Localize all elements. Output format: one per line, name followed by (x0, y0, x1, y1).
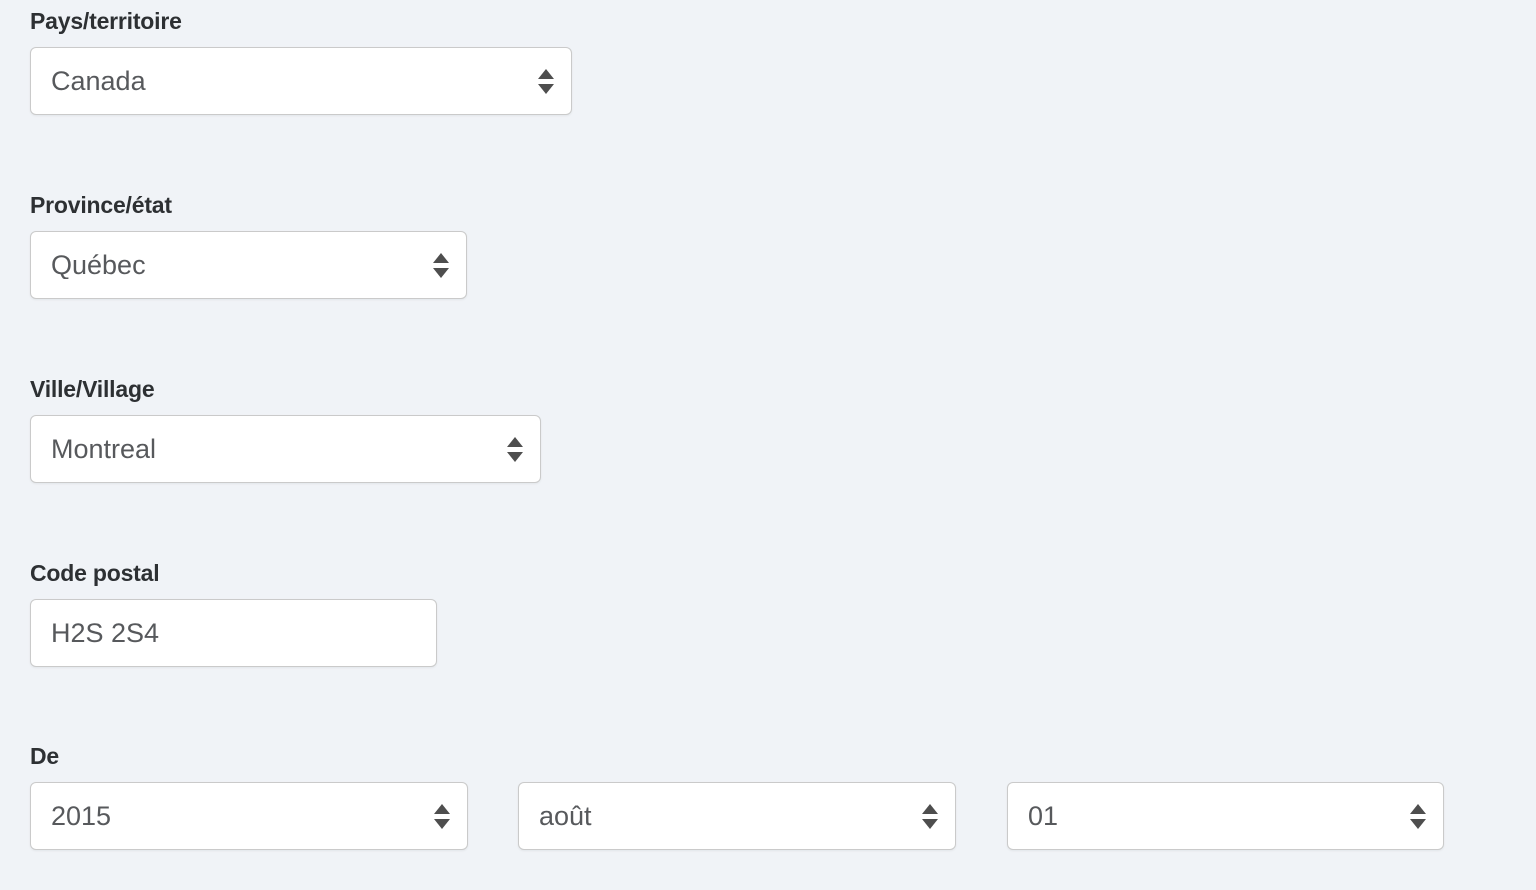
select-ville-village-value: Montreal (51, 435, 157, 463)
triangle-up-icon[interactable] (1410, 803, 1426, 814)
input-code-postal[interactable]: H2S 2S4 (30, 599, 437, 667)
triangle-up-icon[interactable] (433, 252, 449, 263)
field-group-country: Pays/territoire Canada (30, 10, 572, 115)
triangle-down-icon[interactable] (1410, 818, 1426, 829)
select-pays-territoire-value: Canada (51, 67, 146, 95)
select-from-year-value: 2015 (51, 802, 112, 830)
field-group-province: Province/état Québec (30, 194, 467, 299)
triangle-down-icon[interactable] (434, 818, 450, 829)
stepper-arrows-icon[interactable] (434, 799, 450, 833)
stepper-arrows-icon[interactable] (433, 248, 449, 282)
select-from-day-value: 01 (1028, 802, 1059, 830)
select-ville-village[interactable]: Montreal (30, 415, 541, 483)
triangle-up-icon[interactable] (538, 68, 554, 79)
label-pays-territoire: Pays/territoire (30, 8, 182, 34)
triangle-down-icon[interactable] (507, 451, 523, 462)
field-group-city: Ville/Village Montreal (30, 378, 541, 483)
label-ville-village: Ville/Village (30, 376, 155, 402)
field-group-postal-code: Code postal H2S 2S4 (30, 562, 437, 667)
triangle-up-icon[interactable] (922, 803, 938, 814)
stepper-arrows-icon[interactable] (507, 432, 523, 466)
label-code-postal: Code postal (30, 560, 160, 586)
label-province-etat: Province/état (30, 192, 172, 218)
select-province-etat[interactable]: Québec (30, 231, 467, 299)
select-province-etat-value: Québec (51, 251, 146, 279)
select-pays-territoire[interactable]: Canada (30, 47, 572, 115)
select-from-month-value: août (539, 802, 592, 830)
triangle-down-icon[interactable] (922, 818, 938, 829)
date-row-from: 2015 août 01 (30, 782, 1444, 850)
field-group-from-date: De 2015 août 01 (30, 745, 1444, 850)
label-de: De (30, 743, 60, 769)
select-from-day[interactable]: 01 (1007, 782, 1444, 850)
stepper-arrows-icon[interactable] (922, 799, 938, 833)
triangle-down-icon[interactable] (538, 83, 554, 94)
select-from-year[interactable]: 2015 (30, 782, 468, 850)
triangle-up-icon[interactable] (434, 803, 450, 814)
stepper-arrows-icon[interactable] (538, 64, 554, 98)
triangle-down-icon[interactable] (433, 267, 449, 278)
triangle-up-icon[interactable] (507, 436, 523, 447)
select-from-month[interactable]: août (518, 782, 956, 850)
stepper-arrows-icon[interactable] (1410, 799, 1426, 833)
input-code-postal-value: H2S 2S4 (51, 619, 160, 647)
